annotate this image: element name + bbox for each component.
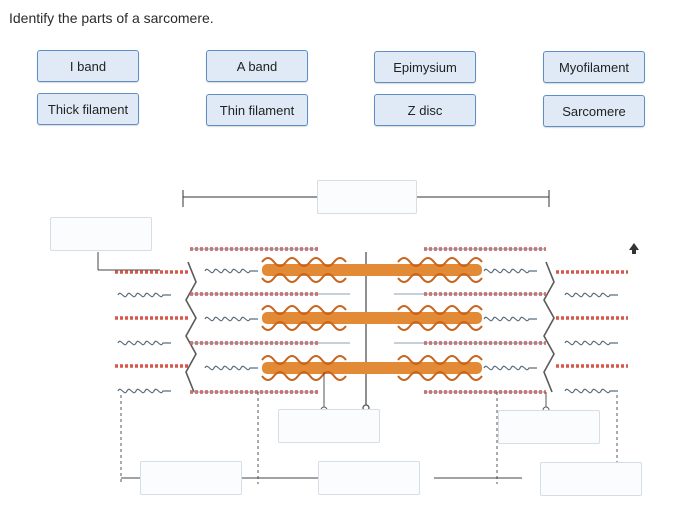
label-tile-epimysium[interactable]: Epimysium — [374, 51, 476, 83]
drop-target-6[interactable] — [318, 461, 420, 495]
z-disc-left — [185, 261, 197, 393]
drop-target-3[interactable] — [278, 409, 380, 443]
label-tile-myofilament[interactable]: Myofilament — [543, 51, 645, 83]
label-tile-sarcomere[interactable]: Sarcomere — [543, 95, 645, 127]
label-tile-thick-filament[interactable]: Thick filament — [37, 93, 139, 125]
question-prompt: Identify the parts of a sarcomere. — [9, 10, 214, 26]
label-tile-thin-filament[interactable]: Thin filament — [206, 94, 308, 126]
titin-springs — [117, 268, 618, 394]
sarcomere-bracket-top — [182, 190, 550, 207]
thick-filaments — [261, 257, 483, 381]
z-disc-right — [543, 261, 555, 393]
mouse-cursor-icon — [629, 243, 639, 254]
label-tile-a-band[interactable]: A band — [206, 50, 308, 82]
drop-target-2[interactable] — [50, 217, 152, 251]
i-band-leader-line — [97, 252, 160, 271]
drop-target-5[interactable] — [140, 461, 242, 495]
label-tile-z-disc[interactable]: Z disc — [374, 94, 476, 126]
label-tile-i-band[interactable]: I band — [37, 50, 139, 82]
drop-target-7[interactable] — [540, 462, 642, 496]
drop-target-1[interactable] — [317, 180, 417, 214]
thin-filament-core — [190, 248, 546, 393]
drop-target-4[interactable] — [498, 410, 600, 444]
